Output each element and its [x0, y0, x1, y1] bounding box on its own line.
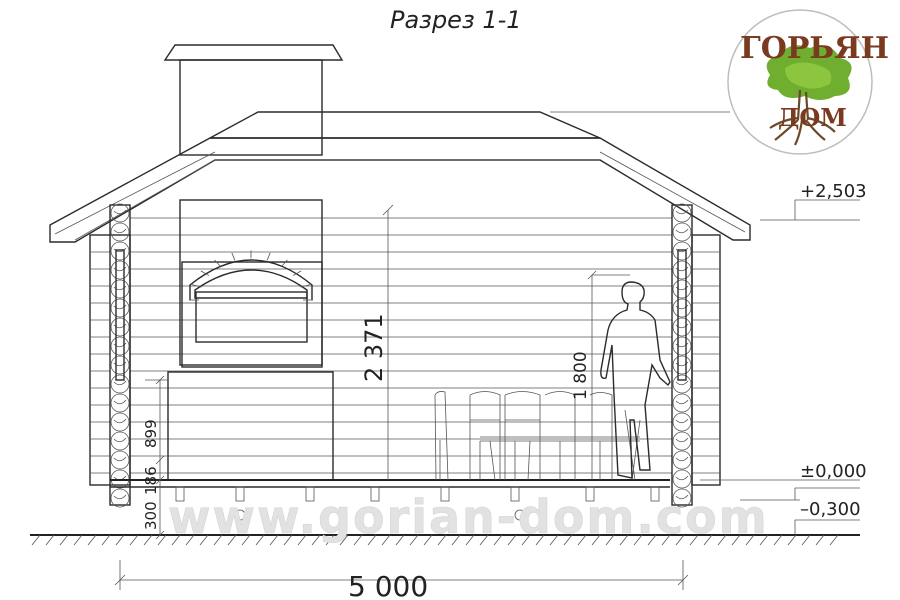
- dimensions: [114, 111, 860, 590]
- overall-width-label: 5 000: [348, 570, 428, 600]
- drawing-title: Разрез 1-1: [390, 6, 522, 34]
- counter-height-label: 899: [142, 419, 160, 448]
- right-log-wall: [671, 203, 693, 508]
- watermark: www.gorian-dom.com: [168, 490, 769, 544]
- logo-top-text: ГОРЬЯН: [740, 31, 889, 66]
- floor-thickness-label: 186: [142, 466, 160, 495]
- level-ground: –0,300: [800, 499, 861, 520]
- level-roof: +2,503: [800, 181, 867, 202]
- logo-bottom-text: ДОМ: [778, 103, 847, 132]
- roof: [49, 111, 751, 243]
- person-height-label: 1 800: [571, 351, 591, 400]
- person-silhouette: [600, 281, 671, 479]
- plinth-label: 300: [142, 501, 160, 530]
- back-wall: [89, 217, 721, 486]
- level-floor: ±0,000: [800, 461, 867, 482]
- floor-structure: [110, 479, 670, 521]
- tree-icon: [766, 45, 852, 146]
- ground-line: [30, 534, 860, 546]
- left-log-wall: [109, 203, 131, 508]
- chimney: [163, 44, 344, 156]
- logo: ГОРЬЯН ДОМ: [727, 9, 889, 155]
- inner-height-label: 2 371: [360, 313, 388, 382]
- oven-grill: [145, 199, 334, 481]
